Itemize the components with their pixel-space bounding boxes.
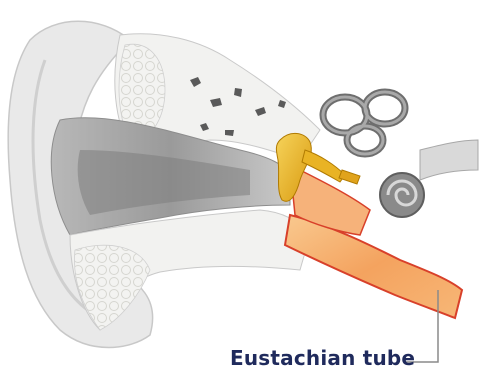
- cochlea: [380, 173, 424, 217]
- auditory-nerve: [420, 140, 478, 180]
- eustachian-tube-label: Eustachian tube: [230, 346, 415, 370]
- eustachian-tube: [285, 215, 462, 318]
